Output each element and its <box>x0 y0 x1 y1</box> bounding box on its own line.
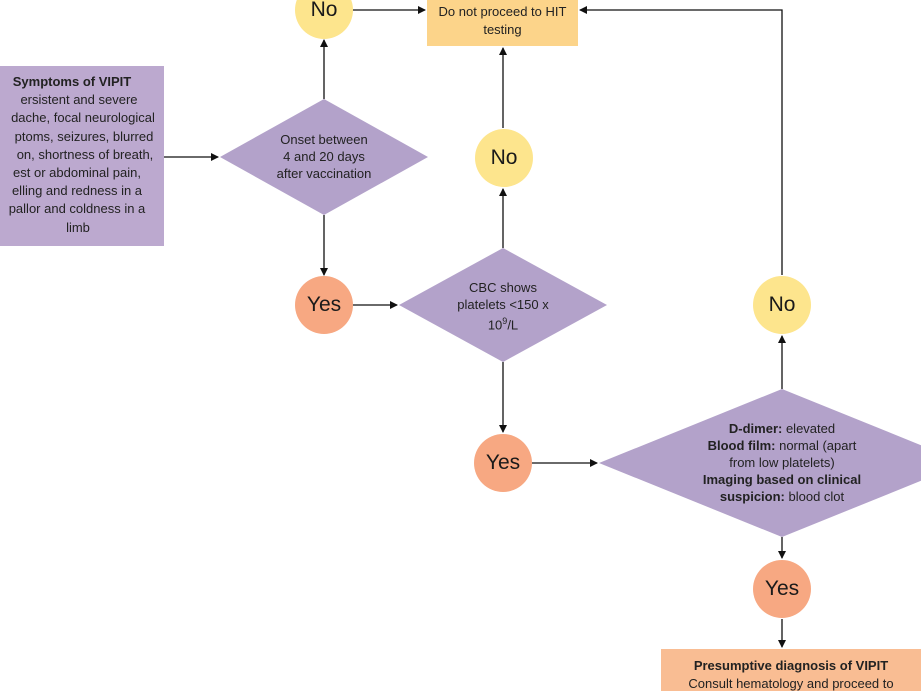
symptoms-line: dache, focal neurological <box>11 110 155 126</box>
cbc-line: platelets <150 x <box>457 297 549 312</box>
diagnosis-subtitle: Consult hematology and proceed to <box>688 676 894 691</box>
symptoms-line: elling and redness in a <box>11 183 143 199</box>
diagnosis-title: Presumptive diagnosis of VIPIT <box>693 658 889 673</box>
yes-circle-ddimer: Yes <box>753 560 811 618</box>
onset-decision-text: Onset between 4 and 20 days after vaccin… <box>244 131 404 182</box>
symptoms-line: ptoms, seizures, blurred <box>14 128 154 144</box>
cbc-exponent: 9 <box>502 316 508 326</box>
onset-line: 4 and 20 days <box>283 149 365 164</box>
ddimer-value: elevated <box>782 421 836 436</box>
cbc-decision-text: CBC shows platelets <150 x 109/L <box>433 279 573 333</box>
film-cont-line: from low platelets) <box>729 455 835 470</box>
suspicion-line: suspicion: blood clot <box>672 488 892 505</box>
symptoms-line: est or abdominal pain, <box>13 165 141 181</box>
no-circle-cbc: No <box>475 129 533 187</box>
ddimer-label: D-dimer: <box>728 421 783 436</box>
arrow-no-to-hit-elbow <box>579 6 783 275</box>
diagnosis-box <box>661 649 921 691</box>
yes-circle-onset: Yes <box>295 276 353 334</box>
ddimer-line: D-dimer: elevated <box>672 420 892 437</box>
symptoms-line: on, shortness of breath, <box>16 146 154 162</box>
symptoms-text: Symptoms of VIPIT ersistent and severe d… <box>0 73 184 237</box>
hit-line: testing <box>483 22 522 37</box>
hit-testing-box <box>427 0 578 46</box>
no-circle-ddimer: No <box>753 276 811 334</box>
diagnosis-box-text: Presumptive diagnosis of VIPIT Consult h… <box>661 657 921 693</box>
onset-decision-diamond <box>220 99 428 215</box>
ddimer-decision-text: D-dimer: elevated Blood film: normal (ap… <box>672 420 892 505</box>
symptoms-line: pallor and coldness in a <box>8 201 146 217</box>
onset-line: after vaccination <box>276 166 372 181</box>
symptoms-line: ersistent and severe <box>20 92 138 108</box>
ddimer-decision-diamond <box>599 389 921 537</box>
hit-line: Do not proceed to HIT <box>438 4 567 19</box>
symptoms-line: limb <box>66 219 90 235</box>
imaging-line: Imaging based on clinical <box>702 472 862 487</box>
cbc-line: CBC shows <box>469 280 537 295</box>
symptoms-box <box>0 66 164 246</box>
suspicion-label: suspicion: <box>719 489 785 504</box>
onset-line: Onset between <box>280 132 368 147</box>
cbc-decision-diamond <box>399 248 607 362</box>
hit-box-text: Do not proceed to HIT testing <box>427 3 578 39</box>
yes-circle-cbc: Yes <box>474 434 532 492</box>
suspicion-value: blood clot <box>784 489 845 504</box>
film-label: Blood film: <box>707 438 776 453</box>
symptoms-title: Symptoms of VIPIT <box>12 74 132 89</box>
cbc-base: 10 <box>487 317 503 333</box>
cbc-line-3: 109/L <box>433 313 573 333</box>
film-value: normal (apart <box>775 438 857 453</box>
cbc-unit: /L <box>507 317 519 333</box>
film-line: Blood film: normal (apart <box>672 437 892 454</box>
